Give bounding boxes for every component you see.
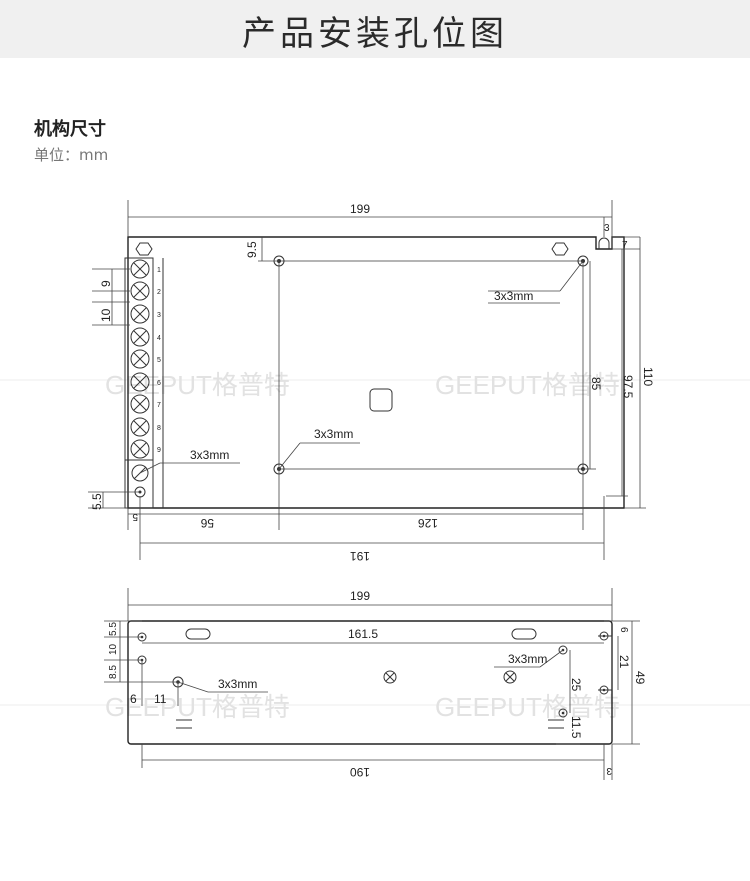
terminal-screws xyxy=(130,259,150,459)
dim-top-9-5: 9.5 xyxy=(245,241,259,258)
dim-side-10: 10 xyxy=(108,643,119,655)
terminal-num-1: 1 xyxy=(157,267,161,274)
top-view-drawing: 1 2 3 4 5 6 7 8 9 199 3 9.5 7 85 9 xyxy=(88,200,655,563)
terminal-num-9: 9 xyxy=(157,447,161,454)
section-title: 机构尺寸 xyxy=(34,119,106,140)
side-hole-label-right: 3x3mm xyxy=(508,652,547,666)
dim-side-11: 11 xyxy=(154,692,167,706)
slot-right xyxy=(511,628,537,640)
dim-top-7: 7 xyxy=(622,240,628,251)
terminal-num-8: 8 xyxy=(157,425,161,432)
unit-label: 单位：mm xyxy=(34,146,109,164)
page-title: 产品安装孔位图 xyxy=(242,14,508,54)
dim-pitch-10: 10 xyxy=(99,308,113,322)
terminal-num-4: 4 xyxy=(157,335,161,342)
dim-side-right-3: 3 xyxy=(606,765,612,776)
side-hole-right-4 xyxy=(558,708,568,718)
dim-span-191: 191 xyxy=(350,549,370,563)
hex-screw-right xyxy=(551,242,569,256)
header-bar: 产品安装孔位图 xyxy=(0,0,750,58)
center-square xyxy=(369,388,393,412)
dim-side-190: 190 xyxy=(350,765,370,779)
watermark-top-left: GEEPUT格普特 xyxy=(105,370,290,400)
watermark-top-right: GEEPUT格普特 xyxy=(435,370,620,400)
dim-left-5: 5 xyxy=(132,511,138,522)
dim-side-8-5: 8.5 xyxy=(108,665,119,679)
dim-top-199: 199 xyxy=(350,202,370,216)
dim-side-49: 49 xyxy=(633,671,647,685)
dim-top-97-5: 97.5 xyxy=(621,375,635,399)
hole-label-terminal: 3x3mm xyxy=(190,448,229,462)
side-screw-center xyxy=(383,670,397,684)
hole-label-upper-right: 3x3mm xyxy=(494,289,533,303)
dim-side-right-6: 6 xyxy=(618,627,629,633)
dim-pitch-9: 9 xyxy=(99,280,113,287)
dim-top-85: 85 xyxy=(589,377,603,391)
terminal-num-6: 6 xyxy=(157,380,161,387)
dim-side-6: 6 xyxy=(130,692,137,706)
slot-left xyxy=(185,628,211,640)
terminal-num-2: 2 xyxy=(157,289,161,296)
hex-screw-left xyxy=(135,242,153,256)
side-screw-right xyxy=(503,670,517,684)
hole-label-center: 3x3mm xyxy=(314,427,353,441)
dim-side-21: 21 xyxy=(617,655,631,669)
dim-side-199: 199 xyxy=(350,589,370,603)
dim-top-110: 110 xyxy=(641,367,655,386)
right-bracket xyxy=(598,635,613,691)
dim-span-126: 126 xyxy=(418,516,438,530)
dim-side-25: 25 xyxy=(569,678,583,692)
dim-top-3: 3 xyxy=(604,223,610,234)
dim-side-11-5: 11.5 xyxy=(569,716,583,739)
terminal-num-3: 3 xyxy=(157,312,161,319)
terminal-num-5: 5 xyxy=(157,357,161,364)
watermark-bottom-right: GEEPUT格普特 xyxy=(435,692,620,722)
top-right-notch xyxy=(598,237,610,249)
terminal-num-7: 7 xyxy=(157,402,161,409)
dim-side-5-5: 5.5 xyxy=(108,622,119,636)
dim-span-56: 56 xyxy=(200,516,214,530)
side-hole-label-left: 3x3mm xyxy=(218,677,257,691)
dim-bottom-5-5: 5.5 xyxy=(90,493,104,510)
dim-side-161-5: 161.5 xyxy=(348,627,378,641)
watermark-bottom-left: GEEPUT格普特 xyxy=(105,692,290,722)
mounting-hole-rect xyxy=(278,260,584,470)
side-view-drawing: 199 161.5 5.5 10 8.5 6 11 49 6 21 25 11.… xyxy=(104,588,647,780)
